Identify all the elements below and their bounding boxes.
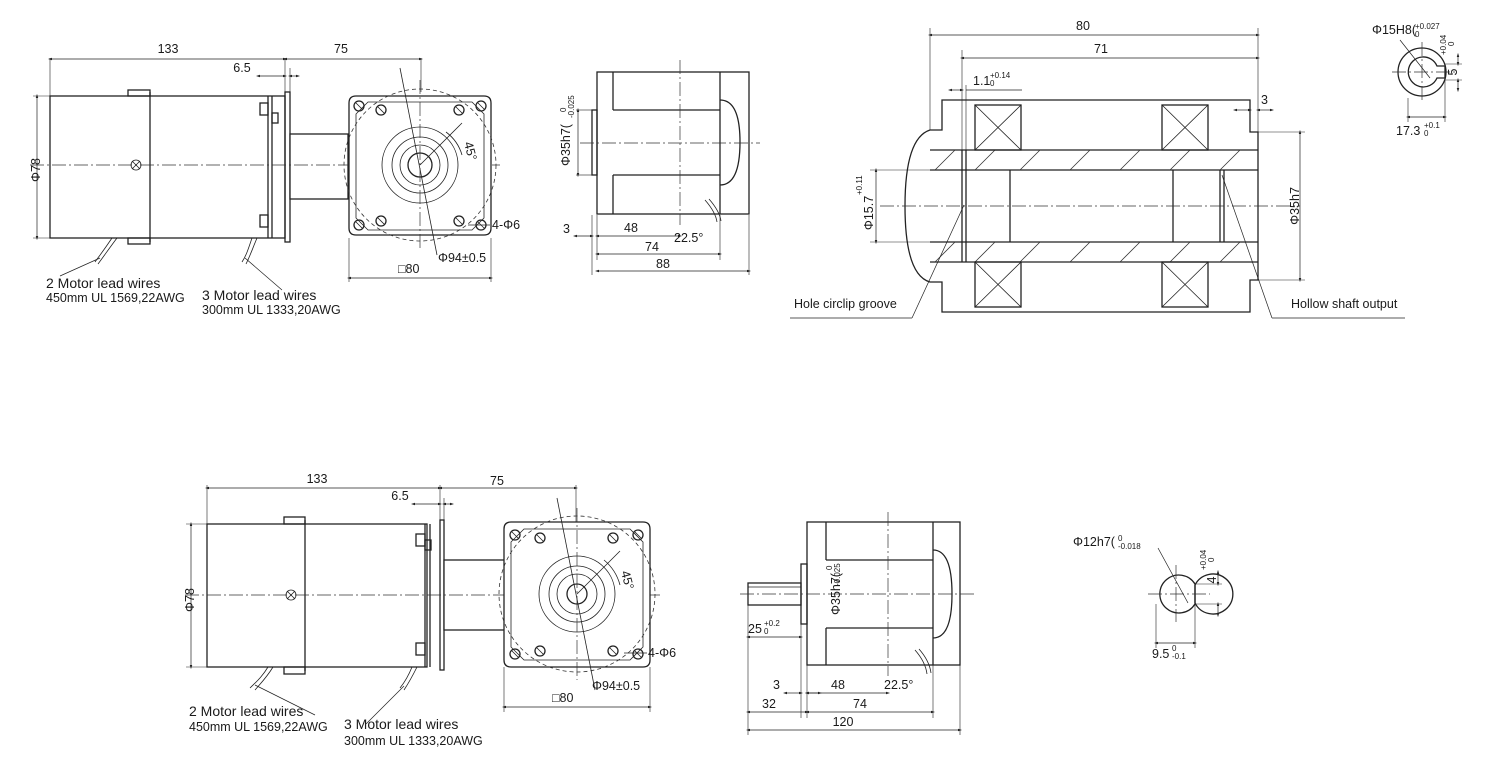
angle-45-bottom: 45° bbox=[618, 569, 636, 591]
groove-1-1: 1.1 bbox=[973, 74, 990, 88]
shaft-dia-12h7: Φ12h7( bbox=[1073, 535, 1116, 549]
bore-tol: +0.11 bbox=[855, 175, 864, 195]
shaft-dia-tol-lower: -0.018 bbox=[1118, 542, 1141, 551]
bore-15-7: Φ15.7 bbox=[862, 196, 876, 230]
shaft-flat-tol-lower: -0.1 bbox=[1172, 652, 1186, 661]
dim-3-section: 3 bbox=[1261, 93, 1268, 107]
pilot-35h7-section: Φ35h7 bbox=[1288, 187, 1302, 225]
lead2-spec-top: 450mm UL 1569,22AWG bbox=[46, 291, 185, 305]
hole-depth-17-3: 17.3 bbox=[1396, 124, 1420, 138]
shaft-key-tol-lower: 0 bbox=[1207, 557, 1216, 562]
angle-22-5-top: 22.5° bbox=[674, 231, 703, 245]
shaft-flat-tol-upper: 0 bbox=[1172, 644, 1177, 653]
hole-bore-tol-upper: +0.027 bbox=[1415, 22, 1440, 31]
lead2-title-top: 2 Motor lead wires bbox=[46, 275, 160, 291]
shaft-dia-tol-upper: 0 bbox=[1118, 534, 1123, 543]
label-circlip-groove: Hole circlip groove bbox=[794, 297, 897, 311]
pilot-tol-upper-top: 0 bbox=[559, 107, 568, 112]
dim-133-bottom: 133 bbox=[307, 472, 328, 486]
pilot-tol-bottom: -0.025 bbox=[833, 563, 842, 586]
groove-tol-upper: +0.14 bbox=[990, 71, 1011, 80]
shaft-flat-9-5: 9.5 bbox=[1152, 647, 1169, 661]
shaft-key-4: 4 bbox=[1205, 576, 1219, 583]
shaft-tol-upper: +0.2 bbox=[764, 619, 780, 628]
dim-71-section: 71 bbox=[1094, 42, 1108, 56]
hole-detail bbox=[1392, 39, 1462, 122]
hole-depth-tol: +0.1 bbox=[1424, 121, 1440, 130]
side-view-bottom bbox=[185, 485, 660, 725]
pilot-35h7-bottom: Φ35h7( bbox=[829, 572, 843, 615]
groove-tol-lower: 0 bbox=[990, 79, 995, 88]
lead3-spec-bottom: 300mm UL 1333,20AWG bbox=[344, 734, 483, 748]
dim-88-top: 88 bbox=[656, 257, 670, 271]
dim-32-bottom: 32 bbox=[762, 697, 776, 711]
section-hatch bbox=[934, 149, 1241, 263]
dim-75-top: 75 bbox=[334, 42, 348, 56]
dim-74-top: 74 bbox=[645, 240, 659, 254]
dim-120-bottom: 120 bbox=[833, 715, 854, 729]
hole-key-tol-lower: 0 bbox=[1447, 41, 1456, 46]
dim-133-top: 133 bbox=[158, 42, 179, 56]
shaft-len-25: 25 bbox=[748, 622, 762, 636]
side-view-top bbox=[30, 57, 500, 291]
pilot-35h7-top: Φ35h7( bbox=[559, 123, 573, 166]
pcd-94-bottom: Φ94±0.5 bbox=[592, 679, 640, 693]
square-80-top: □80 bbox=[398, 262, 420, 276]
mount-holes-bottom bbox=[509, 529, 644, 660]
dim-6-5-bottom: 6.5 bbox=[391, 489, 408, 503]
dim-75-bottom: 75 bbox=[490, 474, 504, 488]
pilot-tol-upper-bottom: 0 bbox=[825, 565, 834, 570]
pilot-tol-top: -0.025 bbox=[567, 95, 576, 118]
gearhead-view-bottom bbox=[740, 512, 975, 735]
lead2-spec-bottom: 450mm UL 1569,22AWG bbox=[189, 720, 328, 734]
shaft-key-tol: +0.04 bbox=[1199, 549, 1208, 570]
dim-3-gear-bottom: 3 bbox=[773, 678, 780, 692]
lead3-spec-top: 300mm UL 1333,20AWG bbox=[202, 303, 341, 317]
dim-48-bottom: 48 bbox=[831, 678, 845, 692]
hole-depth-tol-lower: 0 bbox=[1424, 129, 1429, 138]
dim-6-5-top: 6.5 bbox=[233, 61, 250, 75]
holes-4-dia-6-top: 4-Φ6 bbox=[492, 218, 520, 232]
section-view bbox=[790, 28, 1405, 319]
holes-4-dia-6-bottom: 4-Φ6 bbox=[648, 646, 676, 660]
dim-dia-78-bottom: Φ78 bbox=[183, 588, 197, 612]
hole-bore-15h8: Φ15H8( bbox=[1372, 23, 1417, 37]
lead3-title-bottom: 3 Motor lead wires bbox=[344, 716, 458, 732]
hole-bore-tol-lower: 0 bbox=[1415, 30, 1420, 39]
dim-3-gear-top: 3 bbox=[563, 222, 570, 236]
angle-45-top: 45° bbox=[461, 140, 479, 162]
shaft-detail bbox=[1148, 547, 1234, 648]
dim-dia-78-top: Φ78 bbox=[29, 158, 43, 182]
shaft-tol-lower: 0 bbox=[764, 627, 769, 636]
dim-80-section: 80 bbox=[1076, 19, 1090, 33]
pcd-94-top: Φ94±0.5 bbox=[438, 251, 486, 265]
hole-key-5: 5 bbox=[1446, 68, 1460, 75]
lead2-title-bottom: 2 Motor lead wires bbox=[189, 703, 303, 719]
dim-74-bottom: 74 bbox=[853, 697, 867, 711]
lead3-title-top: 3 Motor lead wires bbox=[202, 287, 316, 303]
square-80-bottom: □80 bbox=[552, 691, 574, 705]
face-view-bottom bbox=[498, 497, 656, 712]
angle-22-5-bottom: 22.5° bbox=[884, 678, 913, 692]
bearings bbox=[974, 104, 1209, 308]
hole-key-tol: +0.04 bbox=[1439, 34, 1448, 55]
face-view-top bbox=[343, 67, 497, 282]
label-hollow-shaft: Hollow shaft output bbox=[1291, 297, 1398, 311]
gearhead-view-top bbox=[572, 60, 760, 275]
dim-48-top: 48 bbox=[624, 221, 638, 235]
